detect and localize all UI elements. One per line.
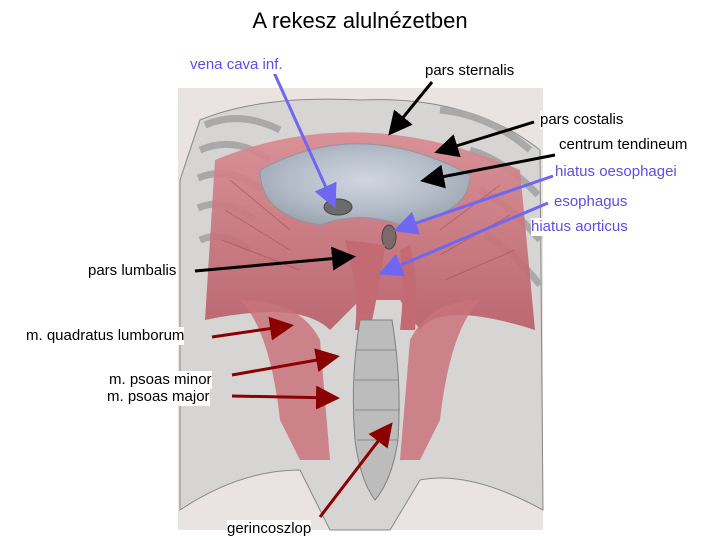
label-pars-sternalis: pars sternalis — [425, 62, 514, 80]
arrow-psoas-major — [232, 396, 334, 398]
label-gerincoszlop: gerincoszlop — [227, 520, 311, 538]
label-hiatus-aorticus: hiatus aorticus — [531, 218, 628, 236]
label-psoas-minor: m. psoas minor — [109, 371, 212, 389]
label-psoas-major: m. psoas major — [107, 388, 210, 406]
label-quadratus-lumborum: m. quadratus lumborum — [26, 327, 184, 345]
label-hiatus-oesophagei: hiatus oesophagei — [555, 163, 677, 181]
label-centrum-tendineum: centrum tendineum — [559, 136, 687, 154]
label-pars-lumbalis: pars lumbalis — [88, 262, 176, 280]
label-esophagus: esophagus — [554, 193, 627, 211]
label-vena-cava: vena cava inf. — [190, 56, 283, 74]
label-pars-costalis: pars costalis — [540, 111, 623, 129]
